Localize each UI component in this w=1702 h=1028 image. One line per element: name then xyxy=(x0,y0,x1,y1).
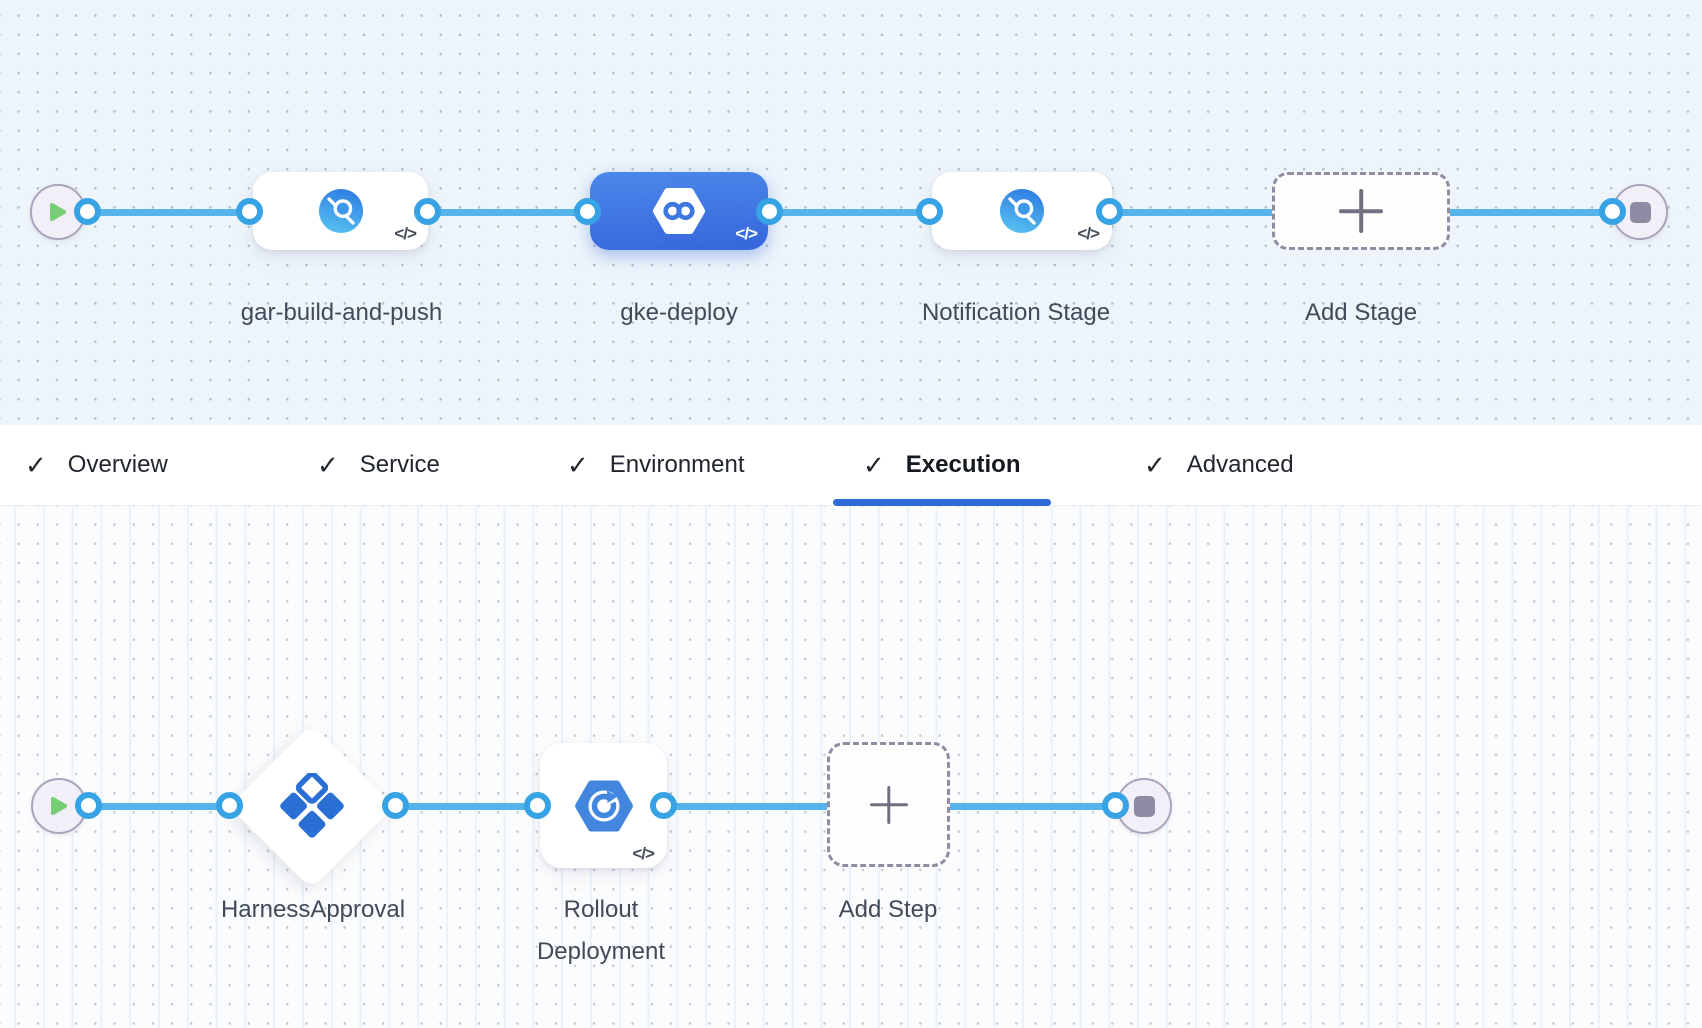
connector-point[interactable] xyxy=(216,792,243,819)
stage-label: Notification Stage xyxy=(921,299,1111,326)
connector-point[interactable] xyxy=(524,792,551,819)
stage-card-gar-build-and-push[interactable]: </> xyxy=(253,172,428,250)
add-step-label: Add Step xyxy=(838,896,938,923)
step-label: HarnessApproval xyxy=(220,896,406,923)
check-icon: ✓ xyxy=(567,449,589,480)
connector-line xyxy=(88,209,250,216)
tab-service[interactable]: ✓ Service xyxy=(317,449,440,480)
stage-canvas: </> gar-build-and-push </> gke-deploy </… xyxy=(0,0,1702,425)
gke-rollout-icon xyxy=(574,780,633,831)
step-card-rollout-deployment[interactable]: </> xyxy=(540,743,667,868)
stage-config-tabbar: ✓ Overview ✓ Service ✓ Environment ✓ Exe… xyxy=(0,425,1702,506)
connector-point[interactable] xyxy=(74,198,101,225)
code-view-icon: </> xyxy=(632,844,655,863)
connector-point[interactable] xyxy=(236,198,263,225)
pipeline-start-node xyxy=(30,184,86,240)
step-label: Rollout Deployment xyxy=(536,896,666,965)
code-view-icon: </> xyxy=(1077,224,1100,243)
connector-point[interactable] xyxy=(1096,198,1123,225)
cd-stage-icon xyxy=(653,188,705,234)
tab-environment[interactable]: ✓ Environment xyxy=(567,449,745,480)
connector-point[interactable] xyxy=(916,198,943,225)
check-icon: ✓ xyxy=(25,449,47,480)
stage-card-gke-deploy[interactable]: </> xyxy=(590,172,768,250)
connector-point[interactable] xyxy=(382,792,409,819)
tab-advanced[interactable]: ✓ Advanced xyxy=(1144,449,1294,480)
play-icon xyxy=(50,203,66,221)
connector-point[interactable] xyxy=(75,792,102,819)
connector-point[interactable] xyxy=(756,198,783,225)
tab-execution[interactable]: ✓ Execution xyxy=(833,425,1051,506)
check-icon: ✓ xyxy=(1144,449,1166,480)
stage-label: gar-build-and-push xyxy=(240,299,443,326)
check-icon: ✓ xyxy=(317,449,339,480)
stop-icon xyxy=(1133,795,1155,817)
artifact-registry-icon xyxy=(318,188,363,234)
connector-point[interactable] xyxy=(650,792,677,819)
add-stage-label: Add Stage xyxy=(1304,299,1418,326)
connector-point[interactable] xyxy=(1102,792,1129,819)
code-view-icon: </> xyxy=(394,224,417,243)
play-icon xyxy=(51,797,67,815)
stop-icon xyxy=(1629,201,1651,223)
connector-line xyxy=(396,803,538,810)
artifact-registry-icon xyxy=(999,188,1045,234)
connector-line xyxy=(770,209,930,216)
connector-point[interactable] xyxy=(574,198,601,225)
add-step-button[interactable] xyxy=(827,742,950,867)
add-stage-button[interactable] xyxy=(1272,172,1450,250)
connector-line xyxy=(89,803,230,810)
connector-line xyxy=(428,209,588,216)
connector-point[interactable] xyxy=(1599,198,1626,225)
approval-step-icon xyxy=(280,773,344,838)
connector-point[interactable] xyxy=(414,198,441,225)
execution-canvas: HarnessApproval </> Rollout Deployment A… xyxy=(0,506,1702,1028)
stage-card-notification-stage[interactable]: </> xyxy=(932,172,1112,250)
code-view-icon: </> xyxy=(735,224,758,243)
tab-overview[interactable]: ✓ Overview xyxy=(25,449,168,480)
check-icon: ✓ xyxy=(863,449,885,480)
stage-label: gke-deploy xyxy=(620,299,738,326)
